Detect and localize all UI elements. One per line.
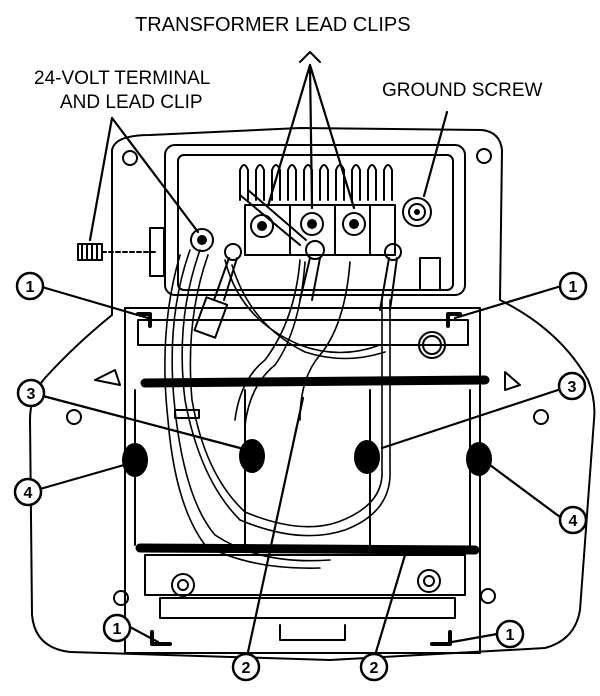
spacer-left-outer <box>122 443 148 477</box>
label-transformer-lead-clips: TRANSFORMER LEAD CLIPS <box>135 14 411 36</box>
leader-ground-screw <box>422 110 449 198</box>
label-24-volt-terminal: 24-VOLT TERMINAL <box>34 68 211 89</box>
callout-3-right: 3 <box>557 371 587 401</box>
svg-text:1: 1 <box>569 279 578 296</box>
lead-clip-ring-1 <box>224 243 242 261</box>
core-bolt-left <box>171 573 195 597</box>
junction-box-inner <box>177 154 454 291</box>
callout-2-left: 2 <box>231 652 261 682</box>
svg-text:1: 1 <box>113 621 122 638</box>
callout-4-left: 4 <box>13 477 43 507</box>
core-bolt-right <box>417 569 441 593</box>
svg-text:1: 1 <box>506 627 515 644</box>
mount-hole-tr <box>476 148 492 164</box>
wire-harness <box>164 249 391 569</box>
transformer-core <box>124 307 481 654</box>
spacer-right-outer <box>466 442 492 476</box>
svg-text:2: 2 <box>242 660 251 677</box>
lead-clip-screw-1 <box>250 214 274 238</box>
callout-4-right: 4 <box>558 505 588 535</box>
mount-hole-tl <box>122 150 138 166</box>
mount-hole-br <box>480 588 496 604</box>
mount-hole-ml <box>66 409 82 425</box>
callout-1-top-right: 1 <box>558 271 588 301</box>
junction-box <box>164 144 466 296</box>
callout-2-right: 2 <box>359 652 389 682</box>
svg-text:4: 4 <box>24 485 33 502</box>
svg-text:4: 4 <box>569 513 578 530</box>
mount-hole-bl <box>113 590 129 606</box>
callout-3-left: 3 <box>16 378 46 408</box>
leader-lead-clips <box>266 63 356 210</box>
lead-clip-screw-2 <box>300 212 324 236</box>
terminal-block-divisions <box>289 204 371 256</box>
lead-clip-screw-3 <box>342 212 366 236</box>
callout-1-bottom-left: 1 <box>102 613 132 643</box>
mounting-plate <box>29 127 596 661</box>
lead-clip-ring-2 <box>305 240 325 260</box>
terminal-block <box>244 204 396 256</box>
coil-band-bottom <box>135 543 480 555</box>
leader-24v <box>88 116 200 242</box>
svg-text:1: 1 <box>26 279 35 296</box>
svg-text:3: 3 <box>568 379 577 396</box>
cooling-fins <box>239 164 393 201</box>
lead-clip-ring-3 <box>384 243 402 261</box>
label-and-lead-clip: AND LEAD CLIP <box>60 92 203 113</box>
spacer-right-inner <box>354 440 380 474</box>
coil-band-top <box>140 375 490 388</box>
callout-1-bottom-right: 1 <box>495 619 525 649</box>
spacer-left-inner <box>239 439 265 473</box>
mount-hole-mr <box>533 409 549 425</box>
terminal-bracket <box>149 227 165 277</box>
callout-1-top-left: 1 <box>15 271 45 301</box>
svg-text:3: 3 <box>27 386 36 403</box>
terminal-24v-nut <box>190 228 214 252</box>
ground-screw <box>402 197 432 227</box>
svg-text:2: 2 <box>370 660 379 677</box>
label-ground-screw: GROUND SCREW <box>382 80 543 101</box>
